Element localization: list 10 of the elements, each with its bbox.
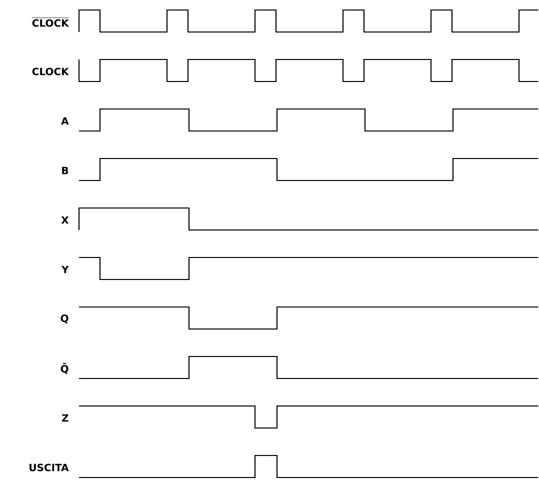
signal-label: CLOCK <box>32 68 70 76</box>
signal-label: CLOCK <box>32 18 70 27</box>
signal-label: Q̄ <box>60 363 68 374</box>
signal-label: B <box>62 166 68 174</box>
signal-label: Q <box>60 314 68 324</box>
signal-label: Y <box>61 266 69 274</box>
signal-label: X <box>61 216 69 224</box>
signal-label: USCITA <box>30 464 69 472</box>
signal-label: A <box>61 117 69 125</box>
signal-label: Z <box>62 414 68 422</box>
